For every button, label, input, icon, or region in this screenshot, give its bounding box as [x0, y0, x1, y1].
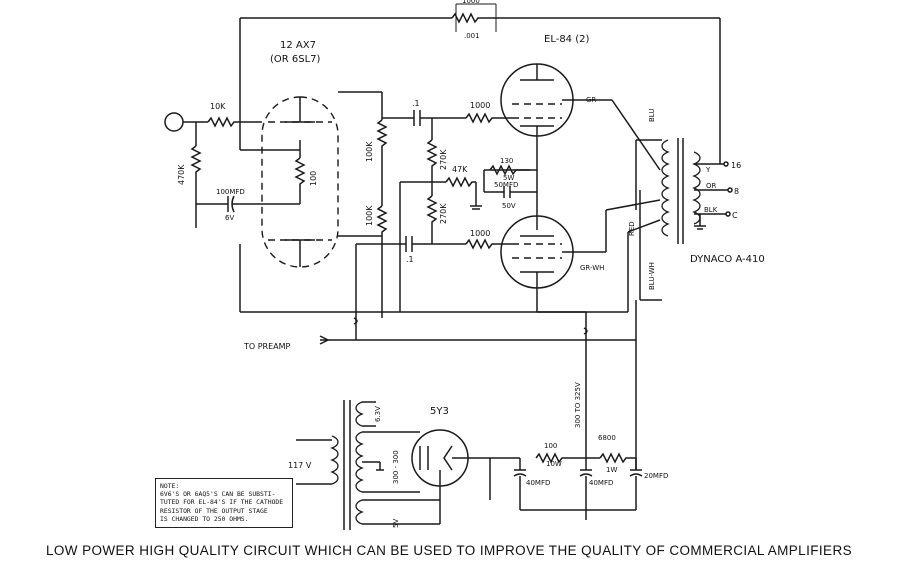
resistor-1000-a: 1000 — [465, 101, 512, 124]
label-270k-a: 270K — [439, 149, 448, 170]
output-cathode-network: 130 5W 50MFD 50V — [483, 157, 537, 210]
label-tap8: 8 — [734, 187, 739, 196]
tube-el84-top: EL-84 (2) — [500, 34, 589, 230]
label-5w: 5W — [503, 174, 514, 182]
label-b-plus: 300 TO 325V — [574, 382, 582, 428]
note-line-3: RESISTOR OF THE OUTPUT STAGE — [160, 506, 268, 515]
label-40mfd-b: 40MFD — [589, 479, 613, 487]
label-40mfd-a: 40MFD — [526, 479, 550, 487]
resistor-270k-a: 270K — [426, 118, 448, 182]
label-gr: GR — [586, 96, 596, 104]
label-tap16: 16 — [731, 161, 741, 170]
note-title: NOTE: — [160, 482, 180, 490]
label-tapc: C — [732, 211, 738, 220]
label-5v: 5V — [392, 519, 400, 528]
capacitor-100mfd: 100MFD 6V — [196, 188, 300, 222]
resistor-100-cathode: 100 — [294, 140, 318, 204]
label-10k: 10K — [210, 102, 226, 111]
capacitor-0-1-a: .1 — [382, 99, 466, 126]
label-5y3: 5Y3 — [430, 406, 449, 417]
feedback-network: 1000 .001 — [239, 0, 721, 162]
power-transformer: 117 V 6.3V 300 - 300 5V — [288, 400, 441, 530]
output-transformer: Y OR BLK 16 8 C DYNACO A-410 — [661, 138, 765, 265]
label-c01-a: .1 — [412, 99, 420, 108]
label-el84: EL-84 (2) — [544, 34, 589, 45]
note-line-2: TUTED FOR EL-84'S IF THE CATHODE — [160, 498, 284, 507]
capacitor-0-1-b: .1 — [356, 236, 466, 264]
label-20mfd: 20MFD — [644, 472, 668, 480]
label-red: RED — [628, 221, 636, 236]
label-gr-wh: GR-WH — [580, 264, 604, 272]
label-100k-a: 100K — [365, 141, 374, 162]
filter-network: 100 10W 6800 1W 40MFD 40MFD 20MFD — [489, 434, 668, 520]
input-jack — [164, 112, 208, 132]
label-50v: 50V — [502, 202, 516, 210]
label-1000-b: 1000 — [470, 229, 490, 238]
label-blu: BLU — [648, 109, 656, 122]
label-10w: 10W — [546, 460, 562, 468]
note-line-1: 6V6'S OR 6AQ5'S CAN BE SUBSTI- — [160, 490, 276, 499]
resistor-470k: 470K — [177, 122, 202, 228]
label-6800: 6800 — [598, 434, 616, 442]
label-100mfd: 100MFD — [216, 188, 245, 196]
label-blu-wh: BLU-WH — [648, 262, 656, 290]
resistor-10k: 10K — [207, 102, 262, 128]
resistor-1000-b: 1000 — [465, 229, 512, 250]
label-to-preamp: TO PREAMP — [243, 342, 291, 351]
figure-caption: LOW POWER HIGH QUALITY CIRCUIT WHICH CAN… — [45, 543, 852, 558]
note-line-4: IS CHANGED TO 250 OHMS. — [160, 514, 249, 523]
label-001: .001 — [464, 32, 480, 40]
label-blk: BLK — [704, 206, 718, 214]
rectifier-5y3: 5Y3 — [411, 406, 490, 487]
label-or: OR — [706, 182, 717, 190]
label-y: Y — [705, 166, 711, 174]
substitution-note: NOTE: 6V6'S OR 6AQ5'S CAN BE SUBSTI- TUT… — [155, 478, 293, 528]
resistor-100k-b: 100K — [338, 185, 388, 318]
label-100-cath: 100 — [309, 171, 318, 186]
label-300-300: 300 - 300 — [392, 450, 400, 484]
tube-12ax7: 12 AX7 (OR 6SL7) — [261, 40, 339, 268]
label-1w: 1W — [606, 466, 617, 474]
label-470k: 470K — [177, 164, 186, 185]
label-100-f: 100 — [544, 442, 557, 450]
label-6-3v: 6.3V — [374, 406, 382, 422]
label-6v: 6V — [225, 214, 234, 222]
b-plus-wiring: TO PREAMP 300 TO 325V — [239, 244, 637, 470]
label-dynaco: DYNACO A-410 — [690, 254, 765, 265]
label-12ax7: 12 AX7 — [280, 40, 316, 51]
output-plate-wiring: GR GR-WH BLU BLU-WH RED — [537, 96, 662, 313]
label-1000-fb: 1000 — [462, 0, 480, 5]
label-50mfd: 50MFD — [494, 181, 518, 189]
label-c01-b: .1 — [406, 255, 414, 264]
label-100k-b: 100K — [365, 205, 374, 226]
tube-el84-bottom — [500, 215, 574, 312]
label-47k: 47K — [452, 165, 468, 174]
resistor-270k-b: 270K — [426, 182, 448, 244]
label-1000-a: 1000 — [470, 101, 490, 110]
label-6sl7: (OR 6SL7) — [270, 54, 321, 65]
label-270k-b: 270K — [439, 203, 448, 224]
resistor-47k: 47K — [399, 165, 482, 290]
resistor-100k-a: 100K — [338, 91, 388, 185]
label-117v: 117 V — [288, 461, 312, 470]
label-130: 130 — [500, 157, 513, 165]
